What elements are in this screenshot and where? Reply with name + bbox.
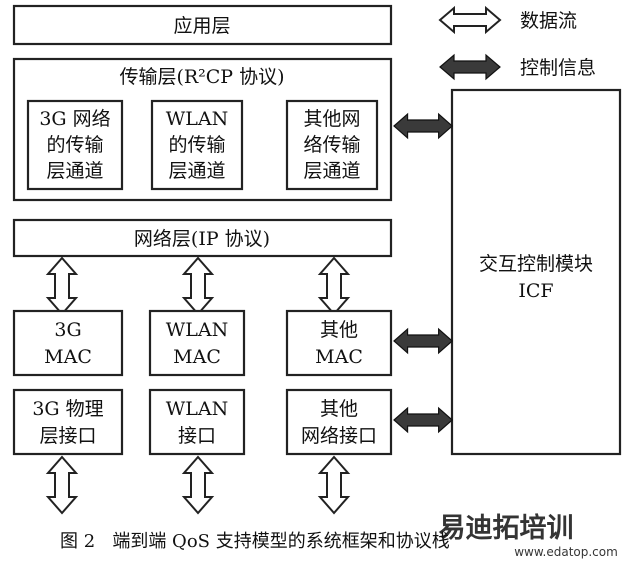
transport-layer: 传输层(R²CP 协议) 3G 网络 的传输 层通道 WLAN 的传输 层通道 … (12, 57, 393, 202)
legend-control-info-label: 控制信息 (520, 57, 596, 79)
legend-data-flow-label: 数据流 (520, 10, 577, 32)
network-layer: 网络层(IP 协议) (12, 218, 393, 258)
icf-title: 交互控制模块 (479, 253, 593, 275)
data-flow-arrow-icon (439, 7, 501, 33)
data-flow-arrow-icon (183, 257, 213, 315)
data-flow-arrow-icon (47, 456, 77, 514)
watermark-url: www.edatop.com (514, 545, 618, 559)
network-layer-label: 网络层(IP 协议) (134, 228, 270, 250)
channel-3g-line-3: 层通道 (46, 160, 103, 182)
mac-layer: 3G MAC WLAN MAC 其他 MAC (12, 309, 393, 377)
phy-3g: 3G 物理 层接口 (12, 388, 124, 456)
channel-other-line-2: 络传输 (303, 134, 360, 156)
phy-wlan-line-2: 接口 (178, 425, 216, 447)
channel-3g-line-1: 3G 网络 (39, 108, 110, 130)
icf-abbrev: ICF (518, 280, 553, 302)
mac-3g: 3G MAC (12, 309, 124, 377)
watermark-brand: 易迪拓培训 (439, 513, 574, 544)
control-info-arrows (393, 113, 453, 433)
channel-wlan-line-2: 的传输 (168, 134, 225, 156)
control-info-arrow-icon (393, 407, 453, 433)
control-info-arrow-icon (393, 328, 453, 354)
watermark: 易迪拓培训 www.edatop.com (439, 513, 618, 559)
phy-other: 其他 网络接口 (285, 388, 393, 456)
phy-3g-line-2: 层接口 (39, 425, 96, 447)
mac-other-line-2: MAC (315, 346, 363, 368)
legend: 数据流 控制信息 (439, 7, 596, 80)
application-layer-label: 应用层 (173, 15, 230, 37)
transport-channel-other: 其他网 络传输 层通道 (285, 99, 379, 191)
figure-caption: 图 2 端到端 QoS 支持模型的系统框架和协议栈 (60, 531, 450, 552)
transport-layer-title: 传输层(R²CP 协议) (119, 66, 284, 88)
mac-3g-line-2: MAC (44, 346, 92, 368)
mac-other-line-1: 其他 (320, 319, 358, 341)
transport-channel-wlan: WLAN 的传输 层通道 (150, 99, 244, 191)
application-layer: 应用层 (12, 4, 393, 46)
data-flow-arrow-icon (319, 257, 349, 315)
channel-wlan-line-1: WLAN (166, 108, 229, 130)
physical-layer: 3G 物理 层接口 WLAN 接口 其他 网络接口 (12, 388, 393, 456)
mac-wlan-line-1: WLAN (166, 319, 229, 341)
control-info-arrow-icon (439, 54, 501, 80)
data-flow-arrow-icon (319, 456, 349, 514)
control-info-arrow-icon (393, 113, 453, 139)
phy-other-line-1: 其他 (320, 398, 358, 420)
mac-other: 其他 MAC (285, 309, 393, 377)
data-flow-arrow-icon (183, 456, 213, 514)
network-to-mac-arrows (47, 257, 349, 315)
phy-external-arrows (47, 456, 349, 514)
mac-wlan-line-2: MAC (173, 346, 221, 368)
mac-3g-line-1: 3G (54, 319, 81, 341)
phy-other-line-2: 网络接口 (301, 425, 377, 447)
channel-other-line-3: 层通道 (303, 160, 360, 182)
icf-module: 交互控制模块 ICF (450, 88, 622, 456)
channel-3g-line-2: 的传输 (46, 134, 103, 156)
channel-other-line-1: 其他网 (303, 108, 360, 130)
transport-channel-3g: 3G 网络 的传输 层通道 (26, 99, 124, 191)
phy-wlan: WLAN 接口 (148, 388, 246, 456)
phy-3g-line-1: 3G 物理 (32, 398, 103, 420)
mac-wlan: WLAN MAC (148, 309, 246, 377)
phy-wlan-line-1: WLAN (166, 398, 229, 420)
channel-wlan-line-3: 层通道 (168, 160, 225, 182)
data-flow-arrow-icon (47, 257, 77, 315)
